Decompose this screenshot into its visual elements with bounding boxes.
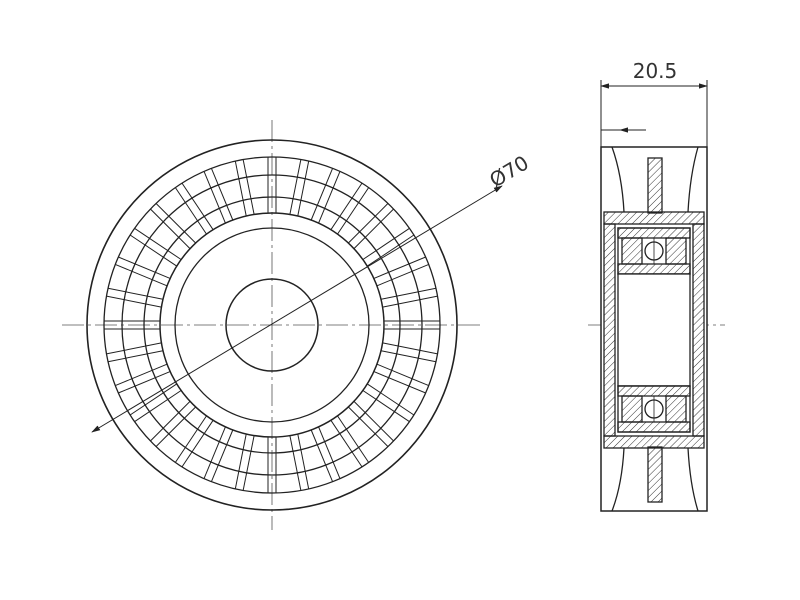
radial-rib [115,263,168,287]
radial-rib [210,168,234,221]
hub-wall-right [692,223,705,437]
hub-flange-bottom [603,435,705,449]
diameter-dimension: Ø70 [91,150,533,433]
radial-rib [330,182,363,230]
radial-rib [330,420,363,468]
radial-rib [203,426,226,479]
radial-rib [310,168,334,221]
radial-rib [318,426,341,479]
web-bottom [647,446,663,503]
radial-rib [181,182,214,230]
diameter-label: Ø70 [485,150,533,192]
radial-rib [129,234,177,267]
shaft-bore [617,273,691,387]
radial-rib [310,429,334,482]
radial-rib [210,429,234,482]
bottom-groove [611,447,699,512]
bearing-bottom [617,385,691,433]
bearing-top [617,227,691,275]
radial-rib [115,363,168,387]
radial-rib [376,263,429,287]
top-groove [611,146,699,213]
radial-rib [367,383,415,416]
radial-rib [297,434,310,490]
radial-rib [181,420,214,468]
radial-rib [242,435,255,491]
side-section-view [588,146,725,512]
hub-flange-top [603,211,705,225]
radial-rib [234,434,247,490]
width-label: 20.5 [633,59,678,83]
radial-rib [367,234,415,267]
width-dimension [600,80,708,147]
web-top [647,157,663,214]
radial-rib [376,363,429,387]
hub-wall-left [603,223,616,437]
radial-rib [289,435,302,491]
diameter-dimension-line [91,185,503,433]
radial-rib [129,383,177,416]
